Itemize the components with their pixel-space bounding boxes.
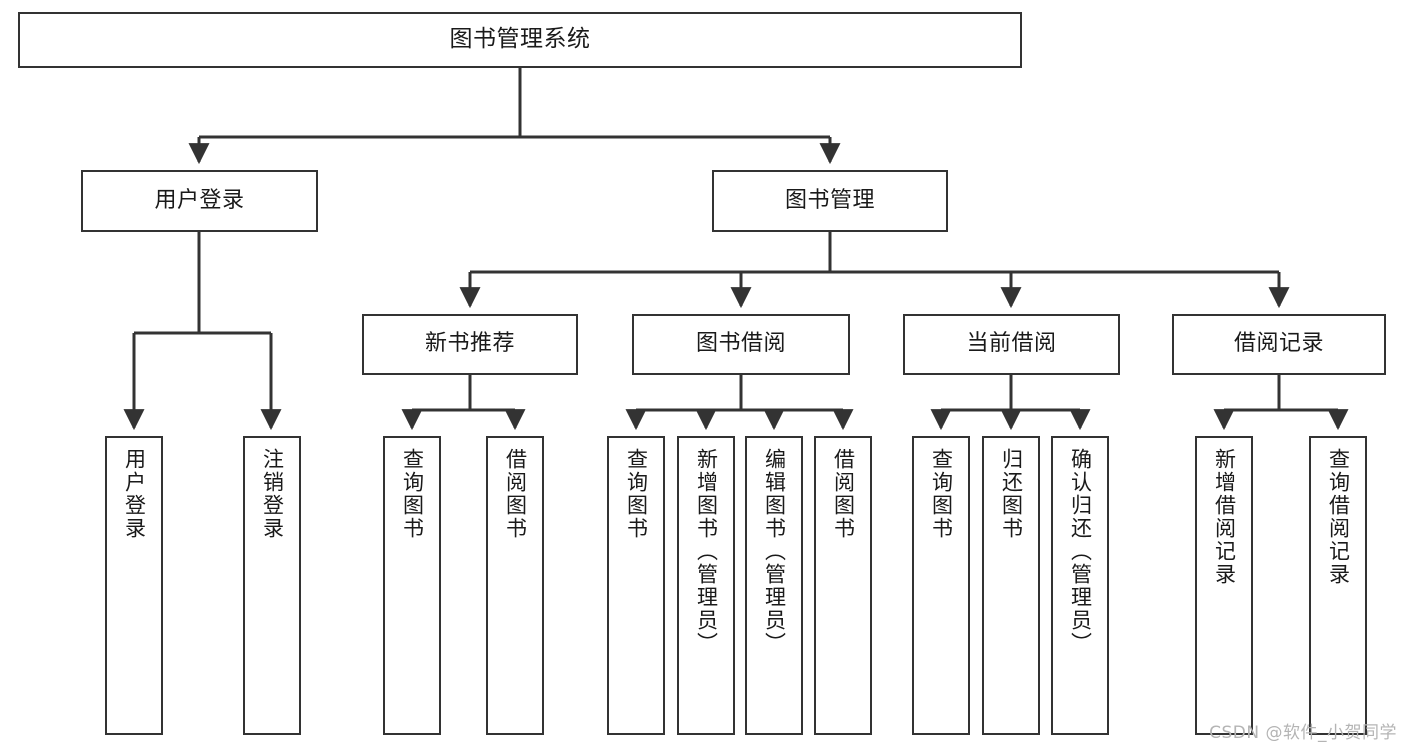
leaf-confirm-return-admin[interactable]: 确认归还（管理员）	[1051, 436, 1109, 735]
node-label: 注销登录	[260, 448, 285, 540]
leaf-query-borrow-record[interactable]: 查询借阅记录	[1309, 436, 1367, 735]
node-label: 编辑图书（管理员）	[762, 448, 787, 655]
node-label: 查询图书	[624, 448, 649, 540]
node-label: 新增图书（管理员）	[694, 448, 719, 655]
node-book-management[interactable]: 图书管理	[712, 170, 948, 232]
leaf-borrow-book-nb[interactable]: 借阅图书	[486, 436, 544, 735]
leaf-borrow-book-bb[interactable]: 借阅图书	[814, 436, 872, 735]
node-label: 查询借阅记录	[1326, 448, 1351, 586]
node-label: 查询图书	[929, 448, 954, 540]
leaf-query-book-bb[interactable]: 查询图书	[607, 436, 665, 735]
node-label: 新书推荐	[424, 331, 515, 357]
leaf-return-book[interactable]: 归还图书	[982, 436, 1040, 735]
leaf-query-book-nb[interactable]: 查询图书	[383, 436, 441, 735]
node-label: 借阅记录	[1233, 331, 1324, 357]
node-label: 确认归还（管理员）	[1068, 448, 1093, 655]
node-label: 图书借阅	[695, 331, 786, 357]
csdn-watermark: CSDN @软件_小贺同学	[1209, 723, 1397, 743]
node-label: 新增借阅记录	[1212, 448, 1237, 586]
node-label: 图书管理	[784, 187, 875, 213]
node-label: 用户登录	[154, 187, 245, 213]
leaf-logout[interactable]: 注销登录	[243, 436, 301, 735]
node-label: 借阅图书	[503, 448, 528, 540]
leaf-query-book-cb[interactable]: 查询图书	[912, 436, 970, 735]
node-borrow-record[interactable]: 借阅记录	[1172, 314, 1386, 375]
node-label: 当前借阅	[966, 331, 1057, 357]
leaf-add-book-admin[interactable]: 新增图书（管理员）	[677, 436, 735, 735]
leaf-edit-book-admin[interactable]: 编辑图书（管理员）	[745, 436, 803, 735]
node-label: 图书管理系统	[449, 26, 591, 53]
node-label: 借阅图书	[831, 448, 856, 540]
node-user-login[interactable]: 用户登录	[81, 170, 318, 232]
node-new-book-recommend[interactable]: 新书推荐	[362, 314, 578, 375]
node-label: 查询图书	[400, 448, 425, 540]
node-current-borrow[interactable]: 当前借阅	[903, 314, 1120, 375]
node-book-borrow[interactable]: 图书借阅	[632, 314, 850, 375]
leaf-user-login[interactable]: 用户登录	[105, 436, 163, 735]
node-label: 归还图书	[999, 448, 1024, 540]
node-label: 用户登录	[122, 448, 147, 540]
node-root-book-management-system[interactable]: 图书管理系统	[18, 12, 1022, 68]
leaf-add-borrow-record[interactable]: 新增借阅记录	[1195, 436, 1253, 735]
